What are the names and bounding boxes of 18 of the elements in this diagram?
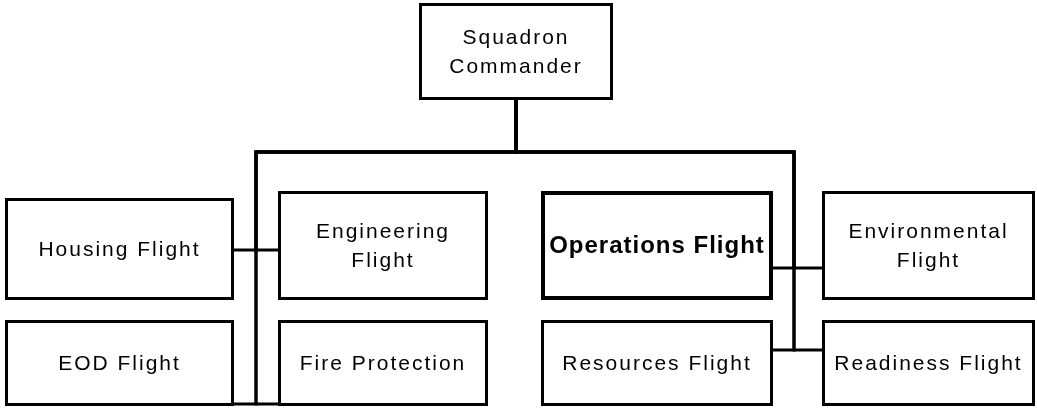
flight-box (541, 320, 773, 406)
flight-box (278, 191, 488, 300)
flight-box (5, 320, 234, 406)
flight-box (541, 191, 773, 300)
box-label: Fire Protection (299, 349, 467, 376)
box-label: Housing Flight (38, 235, 201, 262)
box-label: EOD Flight (58, 349, 181, 376)
box-label: Squadron Commander (448, 24, 584, 79)
box-label: Environmental Flight (847, 218, 1010, 273)
box-label: Operations Flight (549, 230, 765, 261)
flight-box (822, 320, 1035, 406)
flight-box (5, 198, 234, 300)
box-label: Engineering Flight (314, 218, 452, 273)
commander-box (419, 3, 613, 100)
flight-box (822, 191, 1035, 300)
box-label: Readiness Flight (834, 349, 1023, 376)
box-label: Resources Flight (562, 349, 752, 376)
flight-box (278, 320, 488, 406)
